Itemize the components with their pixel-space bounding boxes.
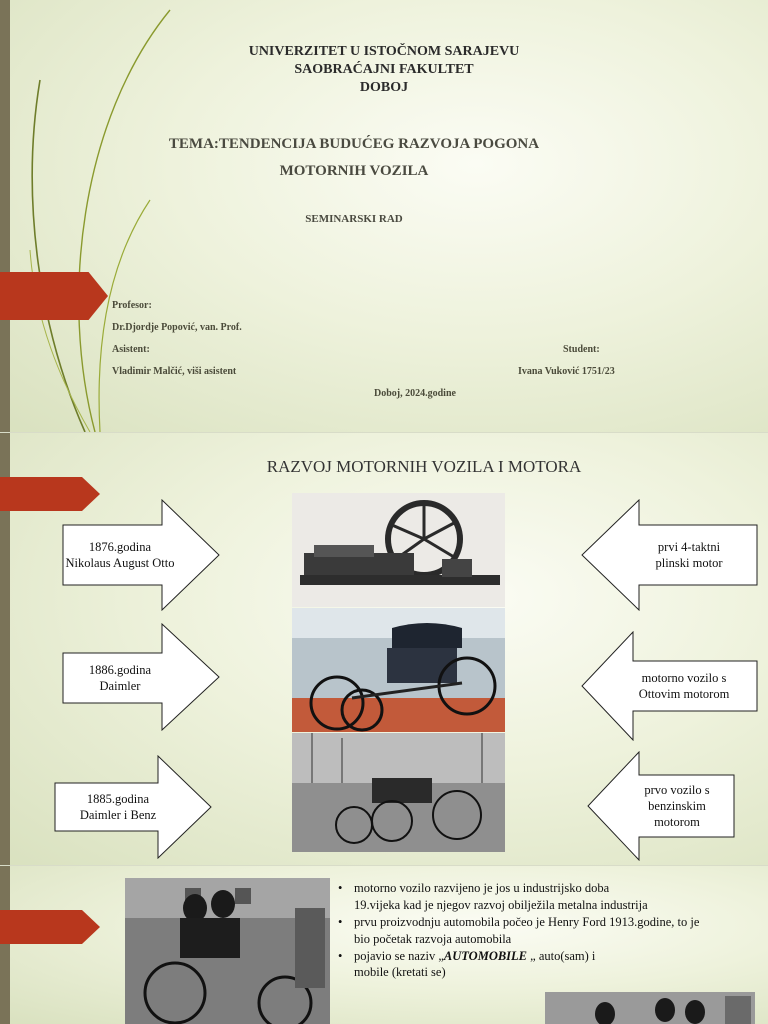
milestone-arrow-vehicle: motorno vozilo s Ottovim motorom <box>581 630 758 742</box>
summary-slide: motorno vozilo razvijeno je jos u indust… <box>0 866 768 1024</box>
assistant-name: Vladimir Malčić, viši asistent <box>112 366 237 377</box>
milestone-line: prvi 4-taktni <box>657 539 721 554</box>
facts-bullet-list: motorno vozilo razvijeno je jos u indust… <box>338 880 758 981</box>
red-tab-marker <box>0 477 100 511</box>
bullet-text: bio početak razvoja automobila <box>354 931 512 946</box>
daimler-carriage-photo <box>292 608 505 732</box>
arrow-person: Nikolaus August Otto <box>65 556 175 570</box>
period-photo-illustration <box>545 992 755 1024</box>
milestone-line: Ottovim motorom <box>638 687 730 701</box>
history-slide: RAZVOJ MOTORNIH VOZILA I MOTORA 1876.god… <box>0 433 768 865</box>
left-accent-bar <box>0 0 10 432</box>
slide-title: RAZVOJ MOTORNIH VOZILA I MOTORA <box>266 457 582 476</box>
benz-vehicle-photo <box>292 733 505 852</box>
bullet-text: pojavio se naziv „ <box>354 948 444 963</box>
red-tab-marker <box>0 272 108 320</box>
arrow-year: 1886.godina <box>88 662 152 677</box>
engine-illustration <box>300 500 500 585</box>
city-name: DOBOJ <box>359 80 409 95</box>
bullet-text: 19.vijeka kad je njegov razvoj obilježil… <box>354 897 648 912</box>
milestone-line: motorno vozilo s <box>641 670 727 685</box>
title-slide: UNIVERZITET U ISTOČNOM SARAJEVU SAOBRAĆA… <box>0 0 768 432</box>
automobile-term: AUTOMOBILE <box>443 948 528 963</box>
bullet-item: prvu proizvodnju automobila počeo je Hen… <box>338 914 758 948</box>
bullet-text: mobile (kretati se) <box>354 965 446 980</box>
bullet-text: motorno vozilo razvijeno je jos u indust… <box>354 881 610 895</box>
arrow-year: 1885.godina <box>86 791 150 806</box>
left-arrow-shape <box>581 630 758 742</box>
milestone-line: plinski motor <box>655 556 723 570</box>
university-name: UNIVERZITET U ISTOČNOM SARAJEVU <box>248 44 520 59</box>
automobile-illustration <box>125 878 330 1024</box>
professor-name: Dr.Djordje Popović, van. Prof. <box>112 322 242 333</box>
right-arrow-shape <box>62 622 220 732</box>
left-arrow-shape <box>581 498 758 612</box>
bullet-text: prvu proizvodnju automobila počeo je Hen… <box>354 914 700 929</box>
right-arrow-shape <box>54 754 212 860</box>
topic-title-line2: MOTORNIH VOZILA <box>279 163 429 179</box>
milestone-arrow-engine: prvi 4-taktni plinski motor <box>581 498 758 612</box>
carriage-illustration <box>292 608 505 732</box>
right-arrow-shape <box>62 498 220 612</box>
milestone-line: prvo vozilo s <box>644 782 710 797</box>
left-accent-bar <box>0 866 10 1024</box>
left-accent-bar <box>0 433 10 865</box>
bullet-item: pojavio se naziv „AUTOMOBILE „ auto(sam)… <box>338 948 758 982</box>
early-automobile-photo <box>125 878 330 1024</box>
bullet-text: „ auto(sam) i <box>527 948 596 963</box>
place-date: Doboj, 2024.godine <box>374 388 456 399</box>
bullet-item: motorno vozilo razvijeno je jos u indust… <box>338 880 758 914</box>
student-label: Student: <box>563 344 600 355</box>
decorative-swoosh-lines <box>29 9 171 432</box>
red-tab-marker <box>0 910 100 944</box>
document-type: SEMINARSKI RAD <box>305 213 403 225</box>
arrow-label: prvi 4-taktni plinski motor <box>621 525 757 585</box>
period-photo-partial <box>545 992 755 1024</box>
assistant-label: Asistent: <box>112 344 150 355</box>
arrow-year: 1876.godina <box>88 539 152 554</box>
arrow-person: Daimler i Benz <box>79 808 157 822</box>
student-name: Ivana Vuković 1751/23 <box>518 366 615 377</box>
milestone-line: motorom <box>654 815 700 830</box>
professor-label: Profesor: <box>112 300 152 311</box>
left-arrow-shape <box>587 750 735 862</box>
arrow-label: motorno vozilo s Ottovim motorom <box>611 661 757 711</box>
arrow-person: Daimler <box>99 679 141 693</box>
topic-title-line1: TEMA:TENDENCIJA BUDUĆEG RAZVOJA POGONA <box>168 136 540 152</box>
milestone-line: benzinskim <box>648 798 706 813</box>
faculty-name: SAOBRAĆAJNI FAKULTET <box>294 62 474 77</box>
otto-engine-photo <box>292 493 505 607</box>
vehicle-illustration <box>292 733 505 852</box>
